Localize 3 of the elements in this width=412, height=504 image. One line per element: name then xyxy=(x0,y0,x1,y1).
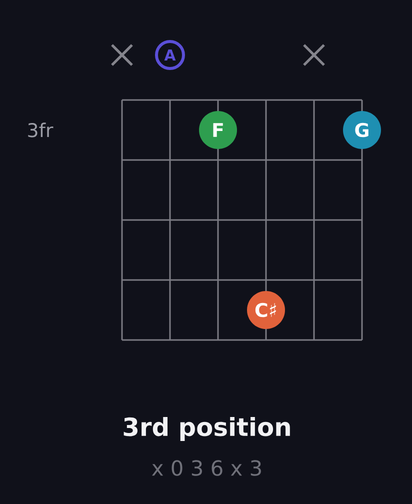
fingering-text: x 0 3 6 x 3 xyxy=(152,460,261,476)
fret-number: 3fr xyxy=(28,122,54,138)
title: 3rd position xyxy=(124,416,290,442)
